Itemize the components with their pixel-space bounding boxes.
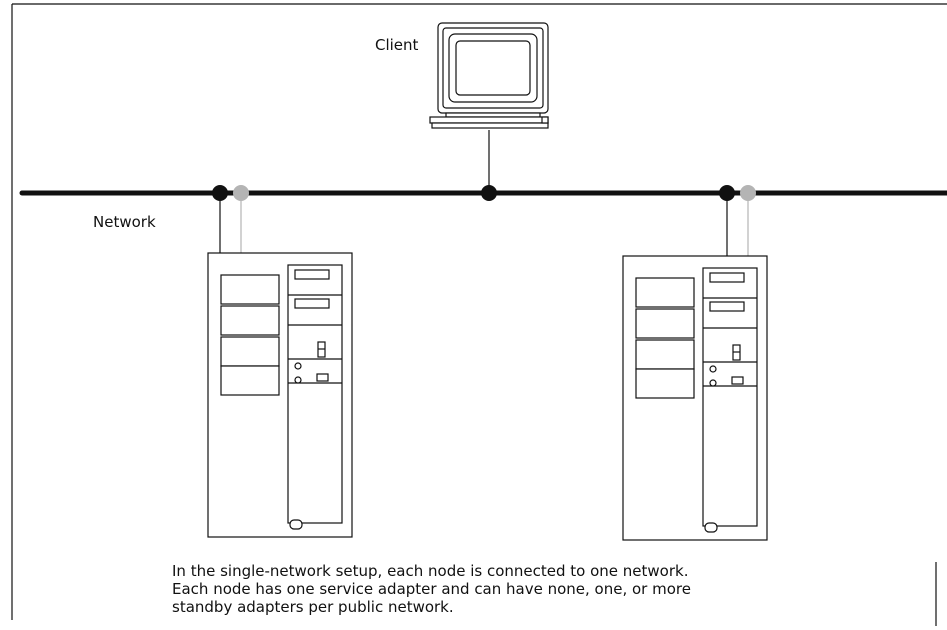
node-left-service-adapter bbox=[212, 185, 228, 201]
node-right-standby-adapter bbox=[740, 185, 756, 201]
diagram-caption: In the single-network setup, each node i… bbox=[172, 562, 691, 616]
client-network-connector bbox=[481, 185, 497, 201]
node-left-connections bbox=[212, 185, 249, 253]
caption-line: Each node has one service adapter and ca… bbox=[172, 580, 691, 598]
network-label: Network bbox=[93, 213, 156, 231]
caption-line: In the single-network setup, each node i… bbox=[172, 562, 689, 580]
figure-frame bbox=[11, 3, 947, 626]
node-right-server-icon bbox=[622, 255, 768, 541]
node-right-connections bbox=[719, 185, 756, 256]
node-left-server-icon bbox=[207, 252, 353, 538]
caption-line: standby adapters per public network. bbox=[172, 598, 454, 616]
node-right-service-adapter bbox=[719, 185, 735, 201]
client-computer-icon bbox=[429, 22, 549, 129]
node-left-standby-adapter bbox=[233, 185, 249, 201]
client-label: Client bbox=[375, 36, 419, 54]
